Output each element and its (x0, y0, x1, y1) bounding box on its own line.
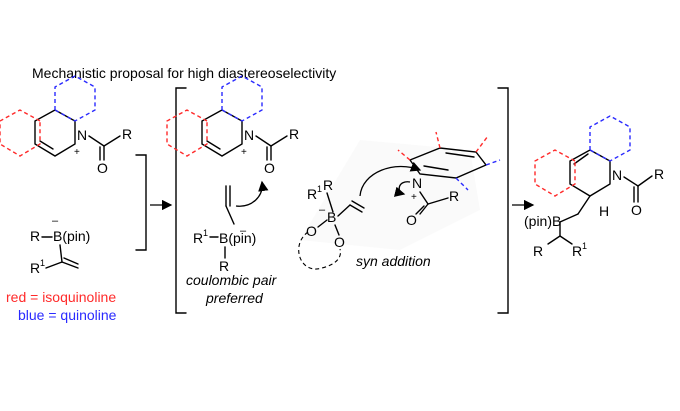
r-label: R (219, 258, 229, 274)
o-label: O (97, 160, 108, 176)
n-label: N (412, 175, 422, 191)
acyl-isoquinolinium-reactant: N + O R (0, 75, 132, 176)
syn-addition-caption: syn addition (356, 253, 431, 269)
superscript-1: 1 (40, 258, 45, 268)
superscript-1: 1 (582, 241, 587, 251)
syn-addition-transition-state: R R 1 – B O O N + O R (298, 131, 501, 270)
o-label: O (306, 223, 317, 239)
coulombic-pair: N + O R R 1 B(pin) – R (166, 75, 299, 274)
r1-label: R (193, 230, 203, 246)
r1-label: R (307, 186, 317, 202)
superscript-1: 1 (317, 184, 322, 194)
o-label: O (264, 160, 275, 176)
ts-bracket-left (175, 87, 187, 314)
n-label: N (244, 127, 254, 143)
r1-label: R (572, 243, 582, 259)
h-label: H (599, 203, 609, 219)
b-label: B (327, 209, 336, 225)
r-label: R (449, 188, 459, 204)
o-label: O (334, 234, 345, 250)
r1-label: R (30, 260, 40, 276)
r-label: R (30, 228, 40, 244)
vinyl-boronate-reactant: – R B(pin) R 1 (30, 215, 90, 276)
superscript-1: 1 (203, 228, 208, 238)
minus-charge: – (319, 204, 326, 216)
b-pin-label: B(pin) (219, 230, 256, 246)
reactant-bracket (135, 154, 147, 251)
r-label: R (654, 166, 664, 182)
minus-charge: – (52, 215, 59, 227)
plus-charge: + (411, 192, 417, 203)
ts-bracket-right (497, 87, 509, 314)
plus-charge: + (74, 147, 80, 158)
n-label: N (77, 127, 87, 143)
minus-charge: – (240, 225, 247, 237)
o-label: O (631, 202, 642, 218)
o-label: O (406, 212, 417, 228)
r-label: R (289, 126, 299, 142)
r-label: R (323, 177, 333, 193)
scheme-title: Mechanistic proposal for high diastereos… (32, 65, 336, 81)
dihydroquinoline-product: N O R H (pin)B R R 1 (524, 115, 664, 259)
legend-quinoline: blue = quinoline (18, 307, 117, 323)
n-label: N (612, 167, 622, 183)
preferred-caption: preferred (205, 290, 264, 306)
r-label: R (122, 126, 132, 142)
r-label: R (533, 243, 543, 259)
coulombic-caption: coulombic pair (186, 272, 278, 288)
plus-charge: + (241, 147, 247, 158)
legend-isoquinoline: red = isoquinoline (6, 289, 116, 305)
pinb-label: (pin)B (524, 213, 561, 229)
b-pin-label: B(pin) (53, 228, 90, 244)
